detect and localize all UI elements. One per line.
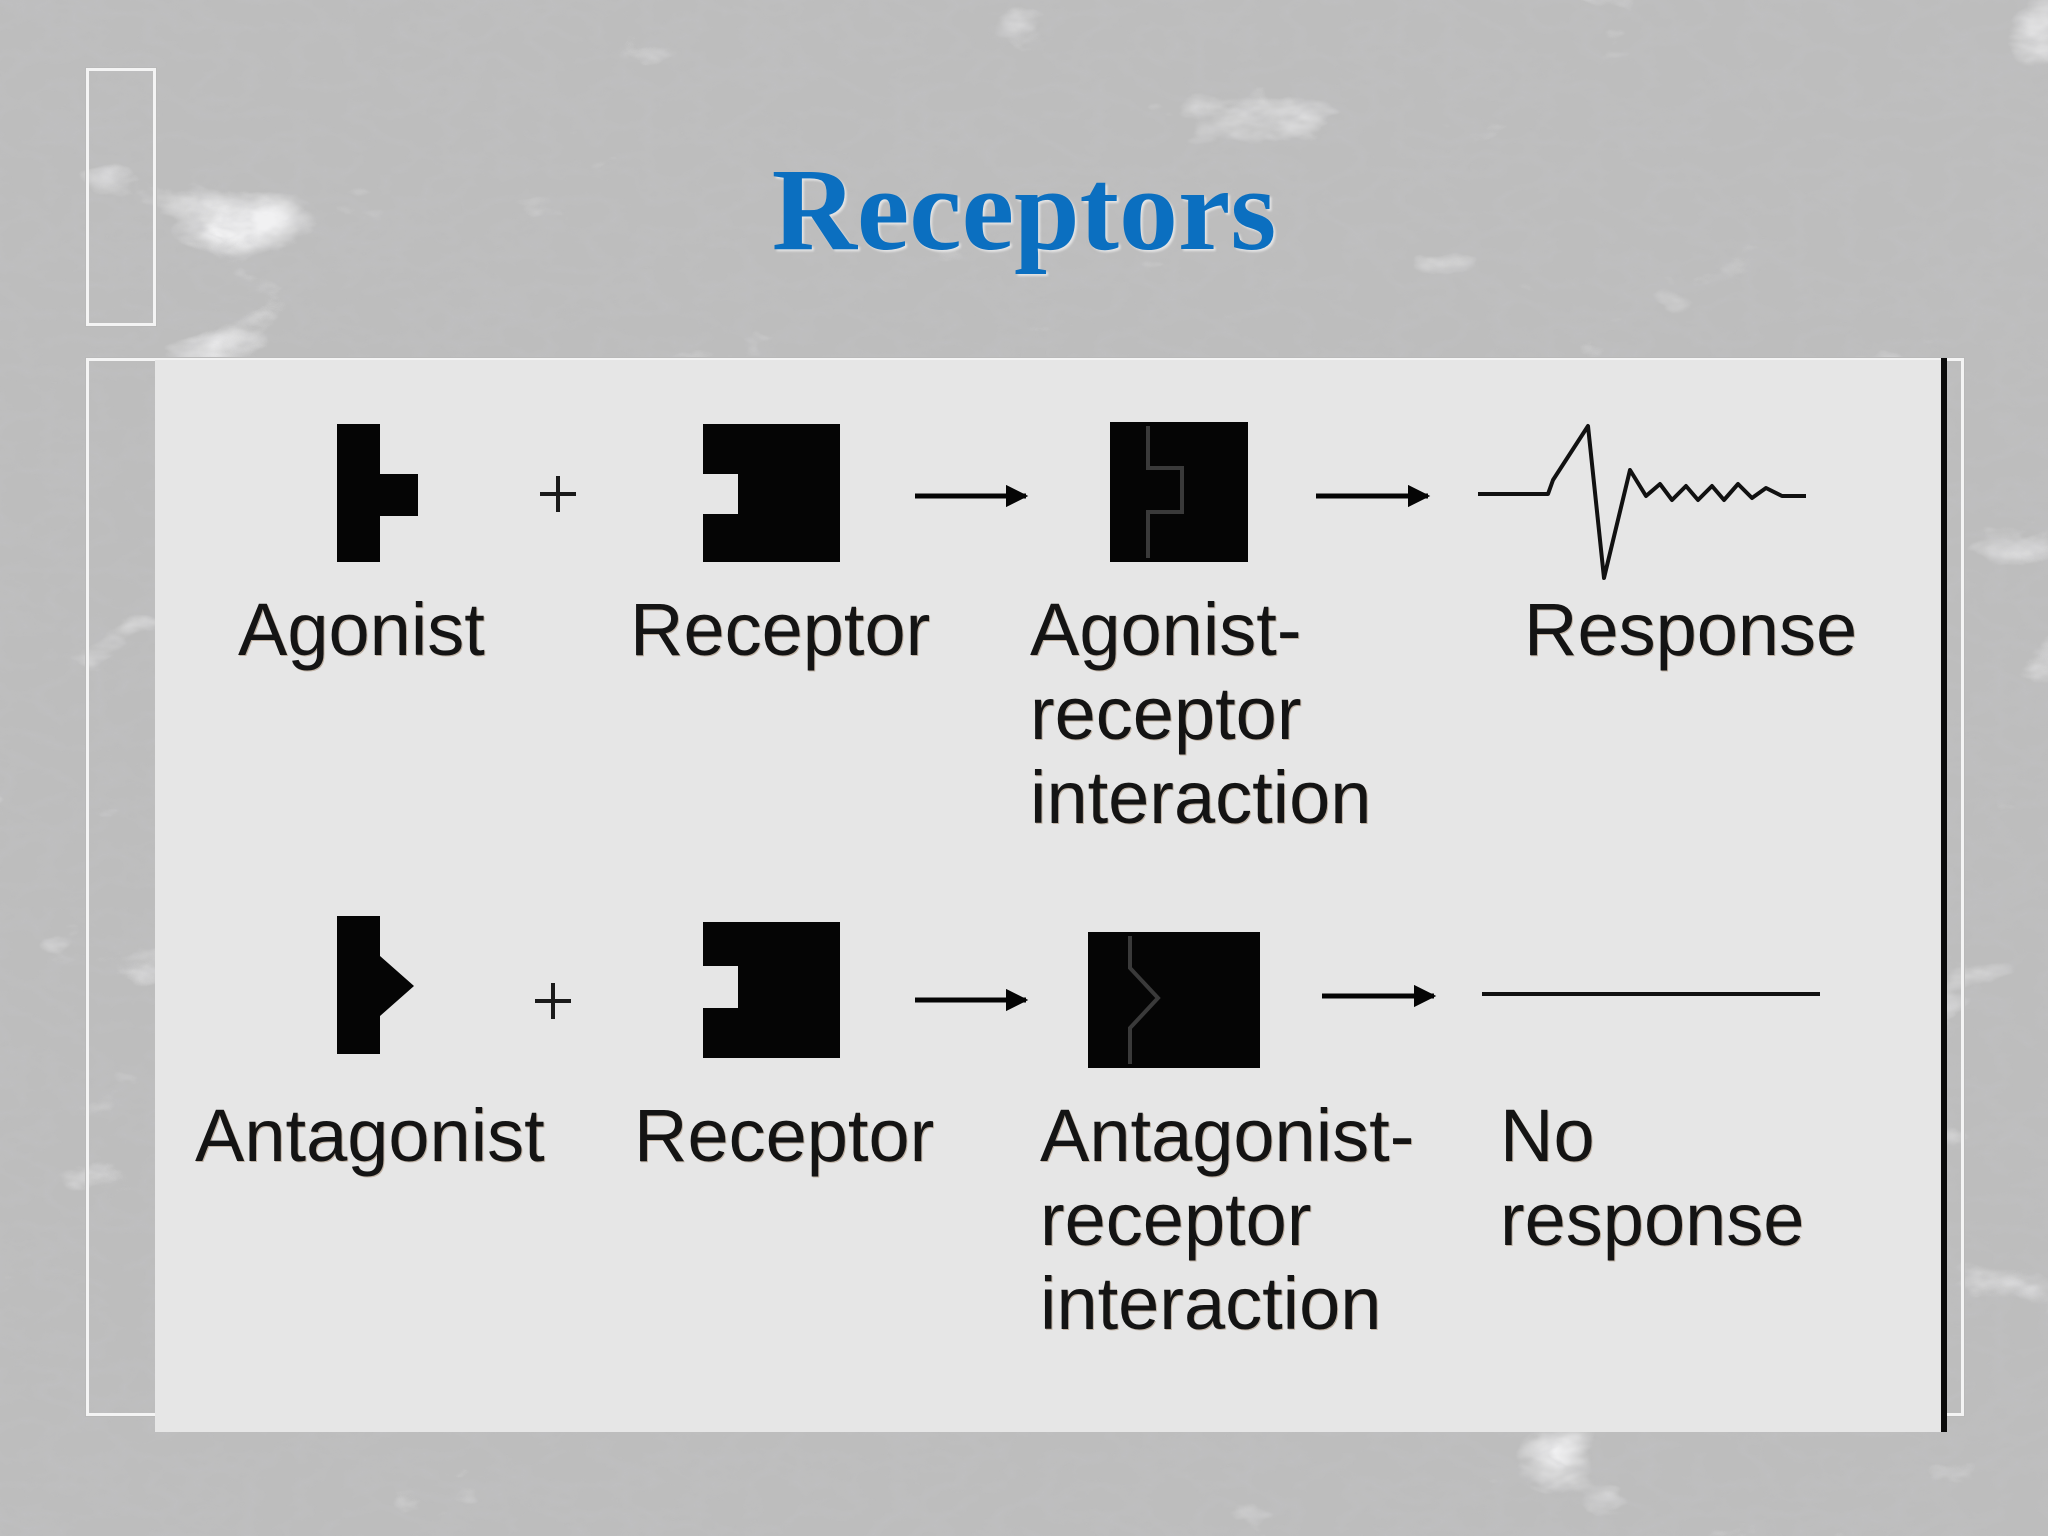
complex-label-line-2: receptor [1040, 1178, 1312, 1261]
no-response-label-line-2: response [1500, 1178, 1805, 1261]
response-label: Response [1524, 588, 1858, 671]
complex-label-line-3: interaction [1040, 1262, 1382, 1345]
antagonist-shape-icon [337, 916, 414, 1054]
diagram-panel [155, 360, 1943, 1432]
receptor-label: Receptor [630, 588, 931, 671]
agonist-label: Agonist [238, 588, 485, 671]
complex-label-line-3: interaction [1030, 756, 1372, 839]
panel-right-edge [1941, 358, 1947, 1432]
antagonist-receptor-complex-icon [1088, 932, 1260, 1068]
response-wave-icon [1478, 424, 1806, 580]
complex-label-line-1: Antagonist- [1040, 1094, 1415, 1177]
no-response-label-line-1: No [1500, 1094, 1595, 1177]
antagonist-label: Antagonist [195, 1094, 545, 1177]
plus-icon [535, 983, 571, 1019]
receptor-label: Receptor [634, 1094, 935, 1177]
decorative-frame-top [86, 68, 156, 326]
plus-icon [540, 476, 576, 512]
slide-title: Receptors [771, 144, 1277, 275]
receptor-shape-icon [703, 922, 840, 1058]
complex-label-line-2: receptor [1030, 672, 1302, 755]
receptor-shape-icon [703, 424, 840, 562]
agonist-receptor-complex-icon [1110, 422, 1248, 562]
agonist-shape-icon [337, 424, 418, 562]
complex-label-line-1: Agonist- [1030, 588, 1302, 671]
